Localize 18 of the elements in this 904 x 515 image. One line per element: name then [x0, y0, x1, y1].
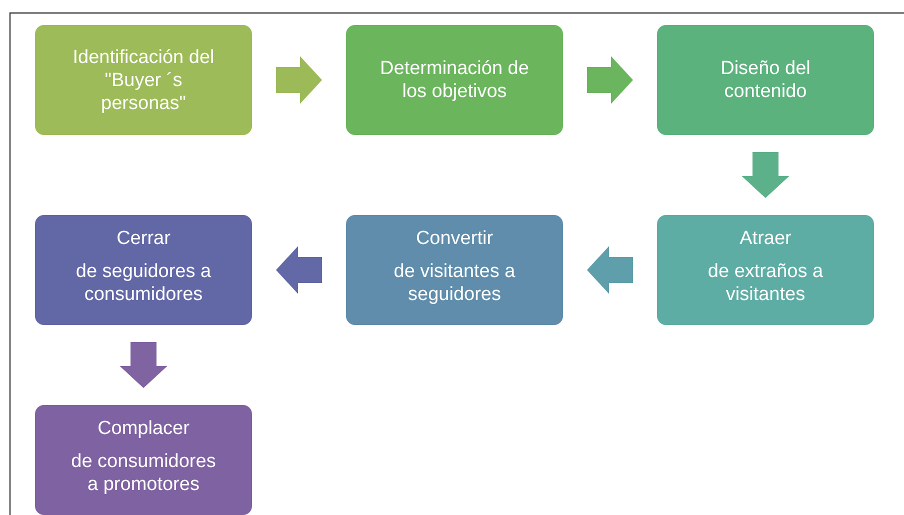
step-text: Determinación de los objetivos: [380, 57, 529, 103]
process-box: [657, 215, 874, 325]
step-title: Complacer: [98, 417, 190, 440]
process-box: [35, 25, 252, 135]
step-text: Identificación del "Buyer ´s personas": [72, 46, 216, 114]
step-text: de consumidores a promotores: [70, 450, 217, 496]
process-box: [346, 215, 563, 325]
step-text: de seguidores a consumidores: [74, 260, 212, 306]
process-box: [346, 25, 563, 135]
step-title: Atraer: [740, 227, 792, 250]
step-text: de visitantes a seguidores: [392, 260, 516, 306]
step-text: de extraños a visitantes: [706, 260, 824, 306]
process-box: [35, 405, 252, 515]
step-text: Diseño del contenido: [720, 57, 812, 103]
step-title: Convertir: [416, 227, 494, 250]
process-box: [657, 25, 874, 135]
step-title: Cerrar: [116, 227, 170, 250]
process-box: [35, 215, 252, 325]
